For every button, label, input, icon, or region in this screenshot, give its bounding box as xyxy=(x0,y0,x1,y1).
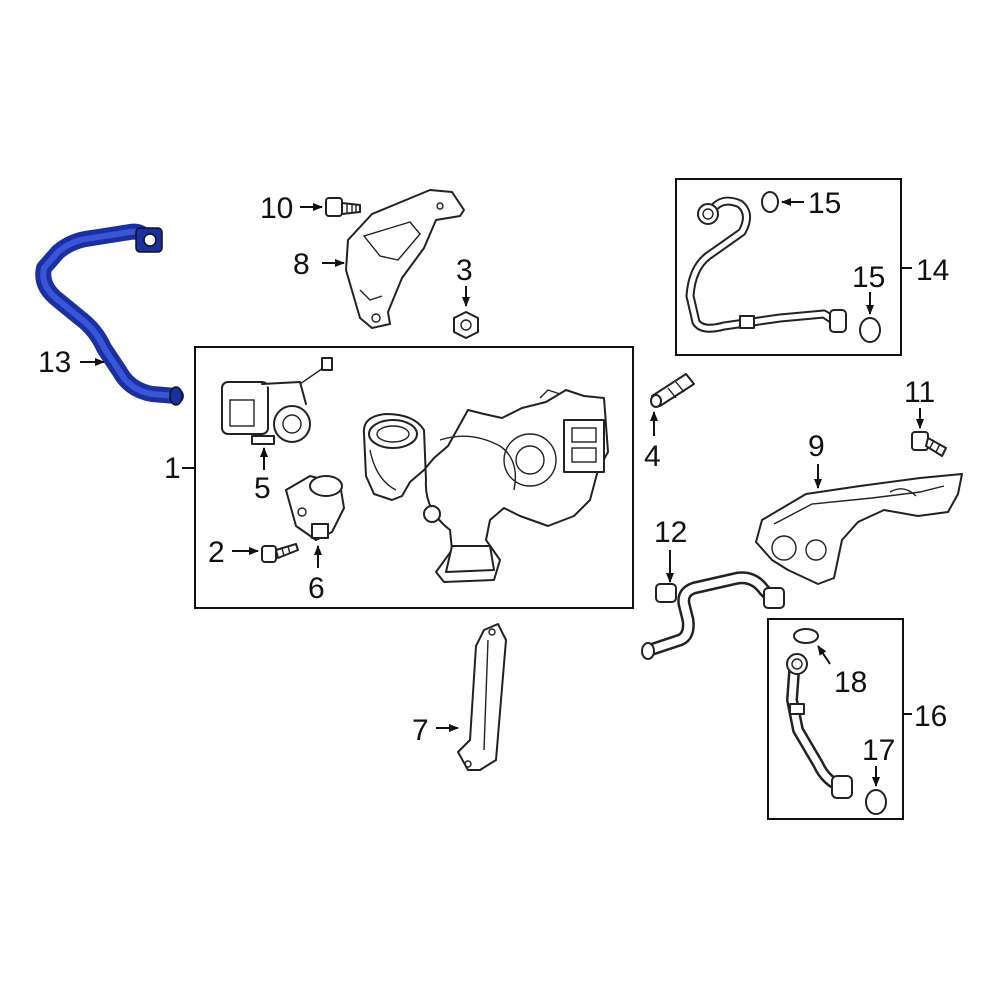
callout-15a: 15 xyxy=(808,187,841,220)
part-4-stud[interactable] xyxy=(650,373,695,408)
part-2-bolt[interactable] xyxy=(261,543,299,563)
callout-18: 18 xyxy=(834,666,867,699)
callout-4: 4 xyxy=(644,440,661,473)
turbocharger-assembly-box xyxy=(194,346,634,609)
callout-5: 5 xyxy=(254,472,271,505)
part-3-nut[interactable] xyxy=(453,311,479,339)
callout-9: 9 xyxy=(808,430,825,463)
callout-13: 13 xyxy=(38,346,71,379)
part-16-oil-return-line[interactable] xyxy=(786,653,853,799)
part-13-turbo-coolant-hose[interactable] xyxy=(35,223,184,406)
part-18-oring[interactable] xyxy=(793,628,819,644)
part-16-kit-box xyxy=(767,618,904,820)
part-14-oil-feed-line[interactable] xyxy=(685,196,847,333)
callout-1: 1 xyxy=(164,452,181,485)
part-9-heat-shield[interactable] xyxy=(755,473,963,585)
part-8-heat-shield-bracket[interactable] xyxy=(345,189,465,329)
part-12-coolant-pipe[interactable] xyxy=(641,571,785,660)
callout-6: 6 xyxy=(308,572,325,605)
callout-11: 11 xyxy=(904,376,935,409)
callout-2: 2 xyxy=(208,536,225,569)
callout-15b: 15 xyxy=(852,261,885,294)
part-10-bolt[interactable] xyxy=(325,197,361,217)
part-5-wastegate-actuator[interactable] xyxy=(221,357,333,445)
part-7-support-bracket[interactable] xyxy=(457,623,507,771)
callout-3: 3 xyxy=(456,254,473,287)
part-6-bypass-valve[interactable] xyxy=(285,475,345,541)
callout-7: 7 xyxy=(412,714,429,747)
callout-10: 10 xyxy=(260,192,293,225)
part-11-bolt[interactable] xyxy=(911,431,947,457)
part-15-oring-upper[interactable] xyxy=(761,191,779,213)
part-17-oring[interactable] xyxy=(865,789,887,815)
callout-8: 8 xyxy=(293,248,310,281)
callout-14: 14 xyxy=(916,254,949,287)
part-15-oring-lower[interactable] xyxy=(859,317,881,343)
turbocharger-body[interactable] xyxy=(362,389,609,583)
callout-16: 16 xyxy=(914,700,947,733)
callout-12: 12 xyxy=(654,516,687,549)
callout-17: 17 xyxy=(862,734,895,767)
